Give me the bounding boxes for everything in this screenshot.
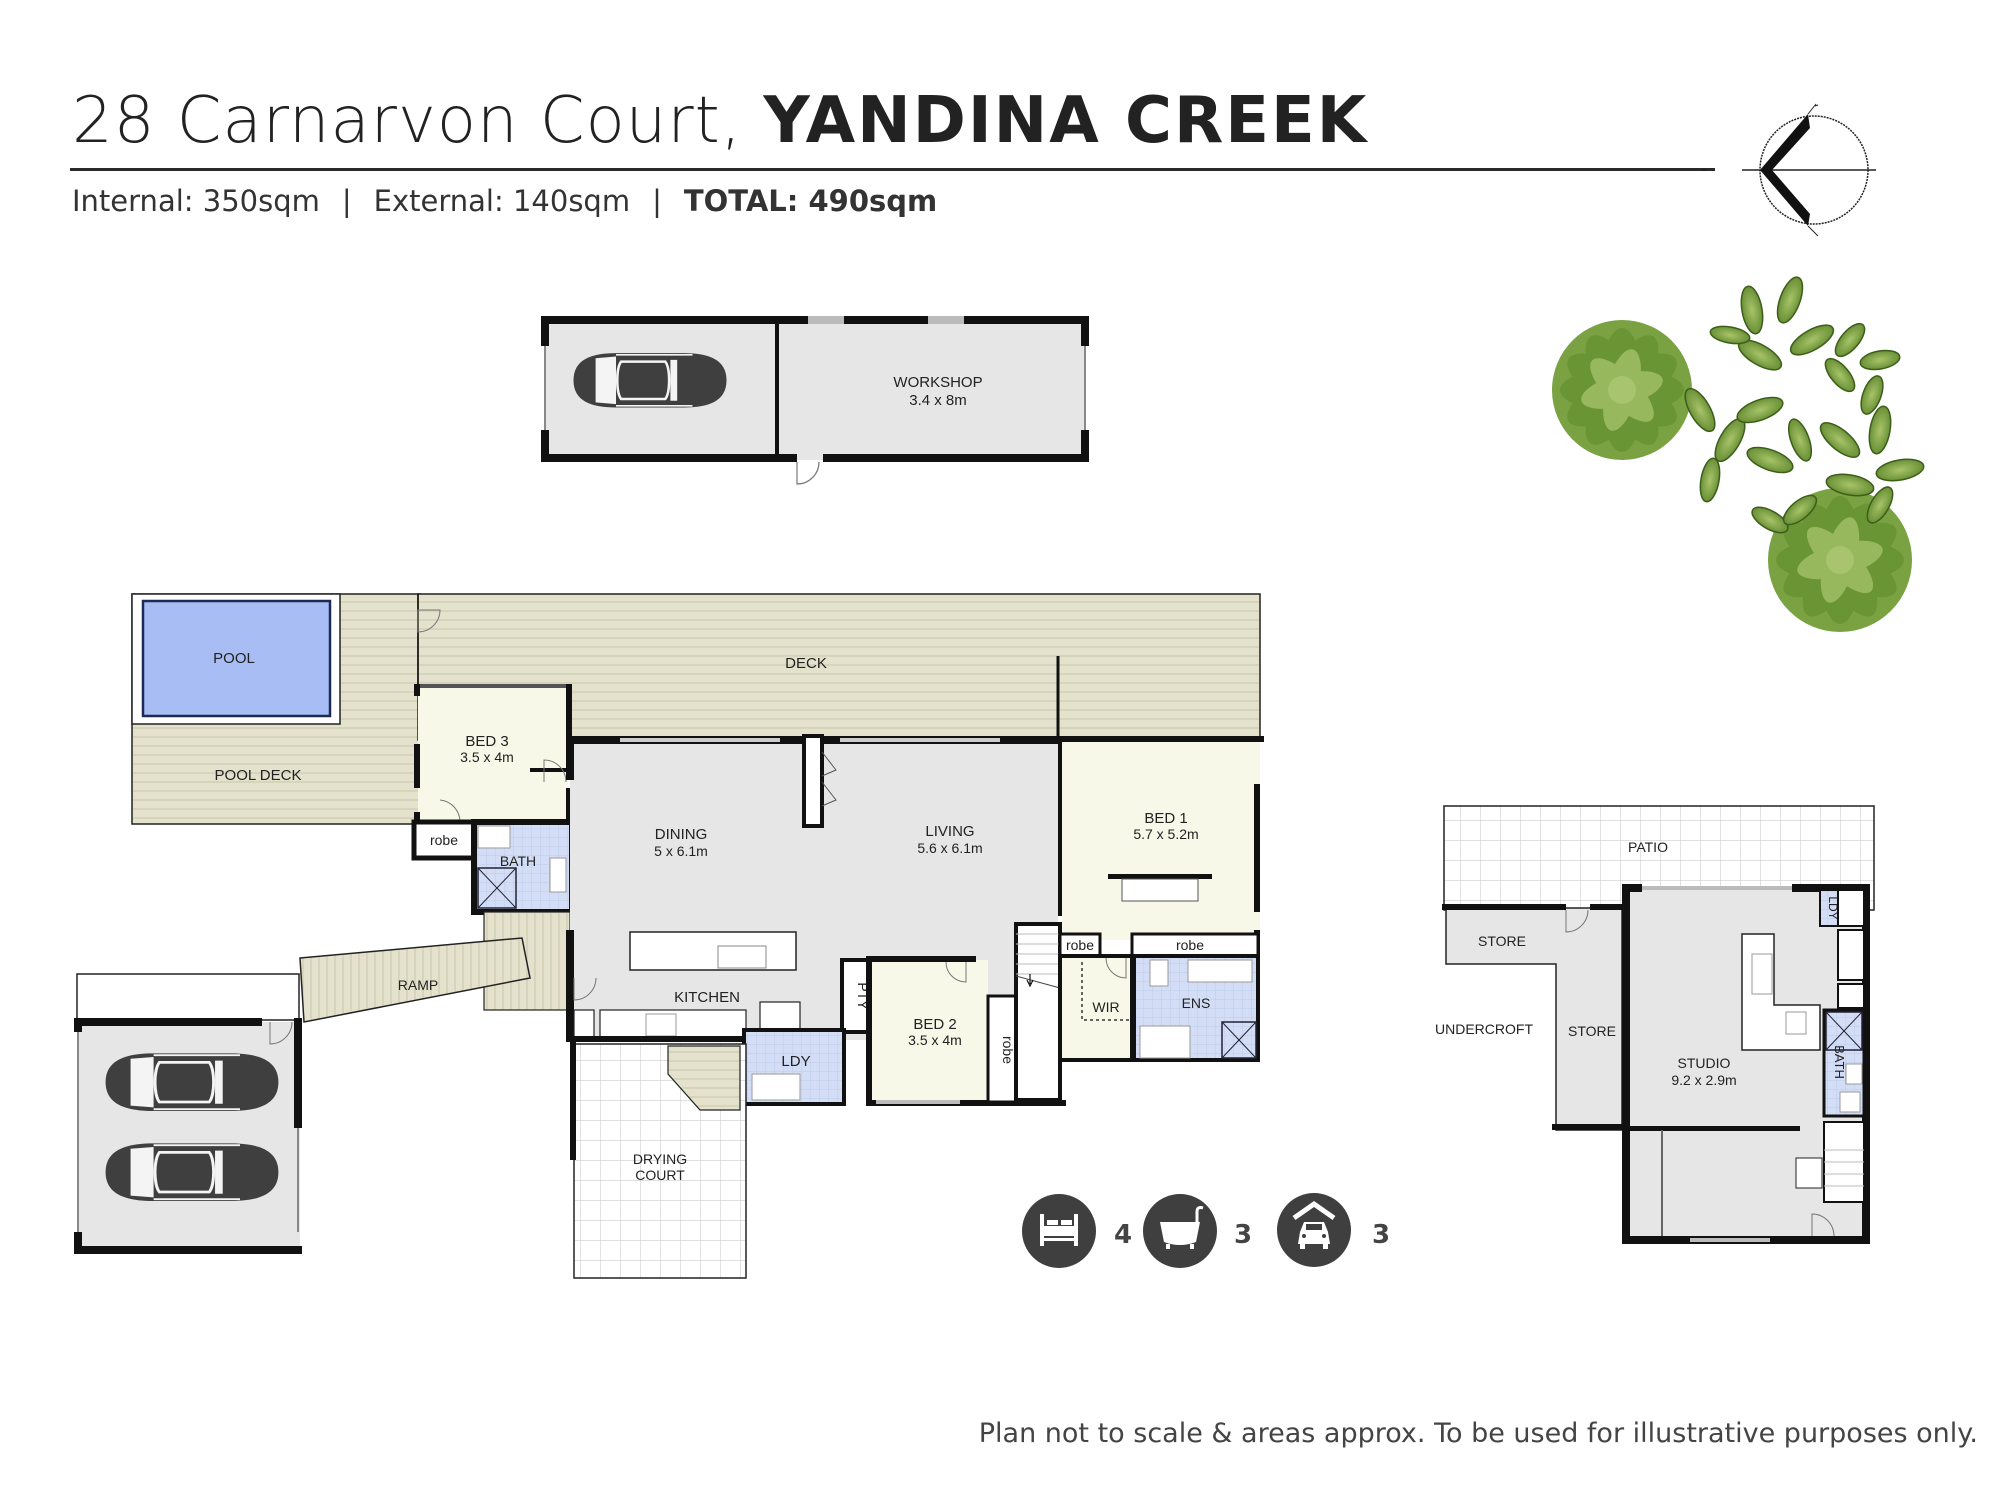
kitchen-island <box>629 931 797 971</box>
bed1-robe-right-label: robe <box>1176 937 1204 953</box>
living-label: LIVING <box>925 823 974 840</box>
title-divider <box>70 168 1715 171</box>
address-text: 28 Carnarvon Court, <box>72 84 743 158</box>
store-side-label: STORE <box>1568 1023 1616 1039</box>
bed1-size: 5.7 x 5.2m <box>1133 826 1198 842</box>
separator: | <box>652 184 662 218</box>
property-title: 28 Carnarvon Court, YANDINA CREEK <box>72 84 1368 158</box>
bed1-label: BED 1 <box>1144 810 1187 827</box>
landscape-trees-icon <box>1552 276 1925 632</box>
parking-count: 3 <box>1372 1220 1390 1250</box>
studio-building: PATIO STORE STORE UNDERCROFT LDY <box>1435 805 1875 1244</box>
bed1-robe-left-label: robe <box>1066 937 1094 953</box>
drying-court-line1: DRYING <box>633 1151 687 1167</box>
living-size: 5.6 x 6.1m <box>917 840 982 856</box>
pool-label: POOL <box>213 650 255 667</box>
bed2-size: 3.5 x 4m <box>908 1032 962 1048</box>
studio-label: STUDIO <box>1678 1055 1731 1071</box>
kitchen-label: KITCHEN <box>674 989 740 1006</box>
car-icon <box>104 1051 280 1113</box>
double-garage <box>74 973 302 1254</box>
ensuite-label: ENS <box>1182 995 1211 1011</box>
bathroom-count: 3 <box>1234 1220 1252 1250</box>
area-summary: Internal: 350sqm | External: 140sqm | TOTAL:… <box>72 184 937 218</box>
detached-garage-workshop: WORKSHOP 3.4 x 8m <box>541 316 1089 485</box>
patio-label: PATIO <box>1628 839 1668 855</box>
main-house: POOL POOL DECK DECK BED 3 3.5 x 4m robe … <box>131 593 1264 1279</box>
studio-size: 9.2 x 2.9m <box>1671 1072 1736 1088</box>
disclaimer: Plan not to scale & areas approx. To be … <box>978 1418 1978 1449</box>
bed-icon <box>1022 1194 1096 1268</box>
garage-car-icon <box>1277 1193 1351 1267</box>
car-icon <box>104 1141 280 1203</box>
north-arrow-icon <box>1702 103 1876 237</box>
total-area: TOTAL: 490sqm <box>683 184 938 218</box>
bedroom-count: 4 <box>1114 1220 1132 1250</box>
ramp-label: RAMP <box>398 977 438 993</box>
bath-icon <box>1143 1194 1217 1268</box>
pool <box>141 599 332 718</box>
ramp <box>299 937 531 1023</box>
suburb-text: YANDINA CREEK <box>763 84 1369 158</box>
bed3-robe-label: robe <box>430 832 458 848</box>
workshop-size: 3.4 x 8m <box>909 392 967 409</box>
studio-ldy-label: LDY <box>1826 896 1840 919</box>
bed2-robe-label: robe <box>1000 1036 1016 1064</box>
bed2-label: BED 2 <box>913 1016 956 1033</box>
deck-label: DECK <box>785 655 827 672</box>
store-top-label: STORE <box>1478 933 1526 949</box>
dining-size: 5 x 6.1m <box>654 843 708 859</box>
studio-bath-label: BATH <box>1832 1045 1847 1079</box>
ldy-label: LDY <box>781 1053 810 1070</box>
internal-area: Internal: 350sqm <box>72 184 320 218</box>
dining-label: DINING <box>655 826 708 843</box>
pool-deck-label: POOL DECK <box>215 767 302 784</box>
bed3-label: BED 3 <box>465 733 508 750</box>
drying-court-line2: COURT <box>635 1167 685 1183</box>
external-area: External: 140sqm <box>373 184 631 218</box>
workshop-label: WORKSHOP <box>893 374 982 391</box>
undercroft-label: UNDERCROFT <box>1435 1021 1533 1037</box>
separator: | <box>341 184 352 218</box>
bed3-size: 3.5 x 4m <box>460 749 514 765</box>
bath-label: BATH <box>500 853 536 869</box>
car-icon <box>572 351 728 409</box>
property-stats: 4 3 3 <box>1022 1193 1390 1268</box>
wir-label: WIR <box>1092 999 1119 1015</box>
